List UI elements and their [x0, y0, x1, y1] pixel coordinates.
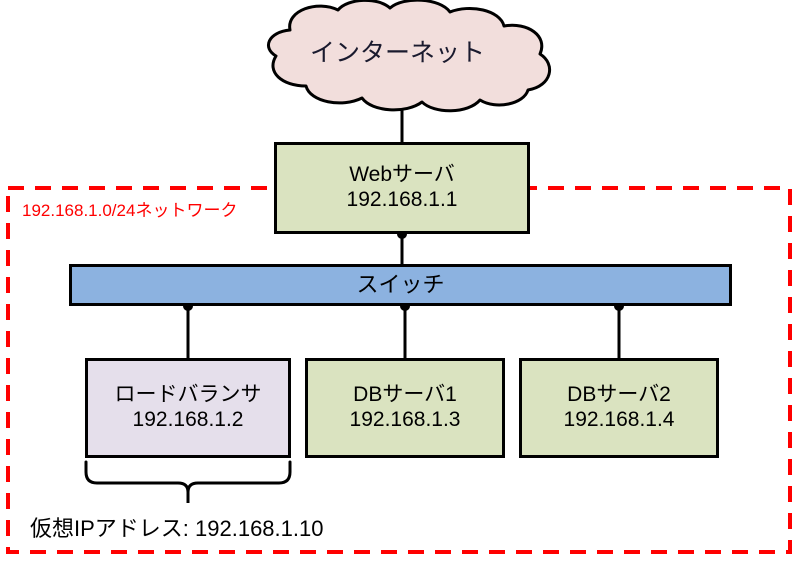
node-switch[interactable]: スイッチ [69, 264, 732, 306]
node-web-server-title: Webサーバ [349, 163, 455, 187]
node-switch-title: スイッチ [356, 272, 445, 298]
node-db-server-2-ip: 192.168.1.4 [563, 408, 675, 431]
node-load-balancer-ip: 192.168.1.2 [132, 408, 244, 431]
brace-virtual-ip [84, 460, 292, 494]
subnet-label: 192.168.1.0/24ネットワーク [22, 201, 238, 220]
node-db-server-2-title: DBサーバ2 [567, 383, 671, 407]
node-load-balancer-title: ロードバランサ [114, 383, 262, 407]
cloud-icon [266, 0, 551, 113]
node-web-server-ip: 192.168.1.1 [346, 188, 458, 211]
node-db-server-1-ip: 192.168.1.3 [349, 408, 461, 431]
virtual-ip-label: 仮想IPアドレス: 192.168.1.10 [30, 516, 324, 541]
internet-label: インターネット [310, 39, 486, 67]
node-web-server[interactable]: Webサーバ 192.168.1.1 [274, 142, 530, 234]
node-load-balancer[interactable]: ロードバランサ 192.168.1.2 [85, 358, 291, 458]
node-db-server-1-title: DBサーバ1 [353, 383, 457, 407]
node-db-server-1[interactable]: DBサーバ1 192.168.1.3 [305, 358, 505, 458]
node-db-server-2[interactable]: DBサーバ2 192.168.1.4 [519, 358, 719, 458]
